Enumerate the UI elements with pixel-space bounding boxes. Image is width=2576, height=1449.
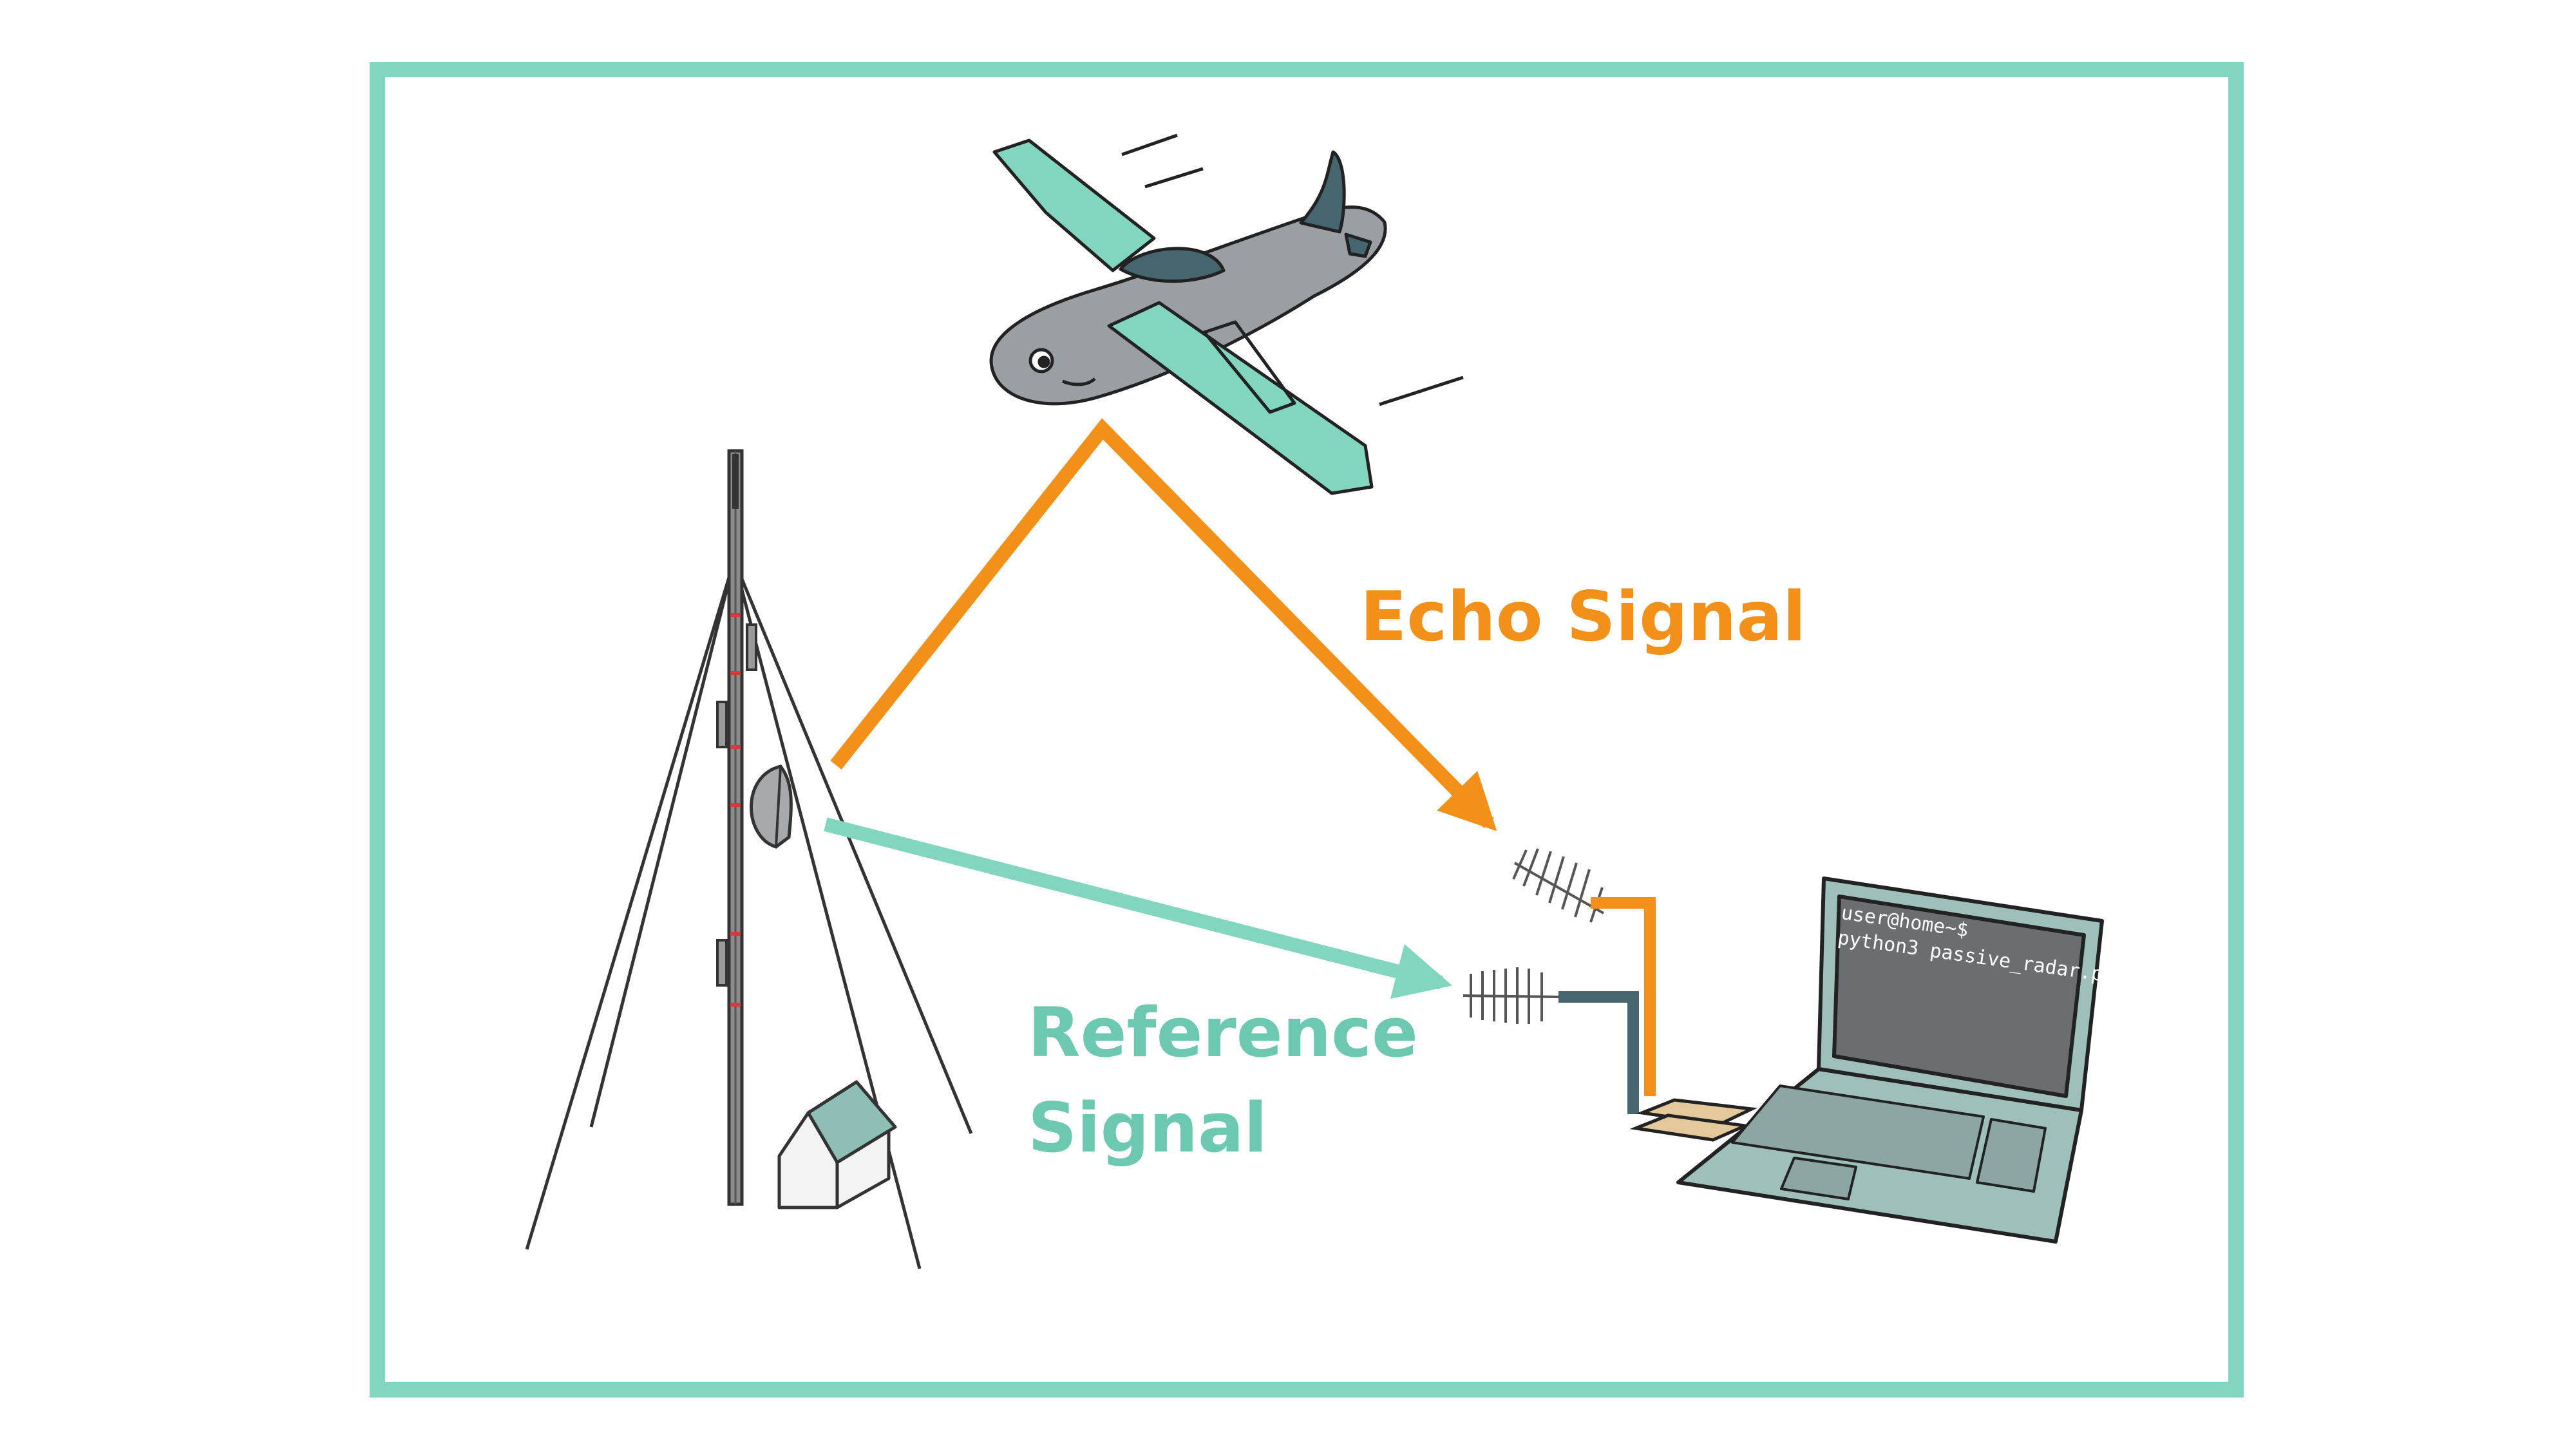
echo-signal-label: Echo Signal [1360, 577, 1806, 656]
reference-label-line1: Reference [1028, 993, 1418, 1072]
echo-cable [1591, 897, 1656, 1096]
diagram-frame [370, 62, 2244, 1397]
reference-cable [1558, 991, 1639, 1114]
receiver-antennas [1463, 848, 1604, 1024]
airplane-fish [989, 133, 1464, 495]
sdr-dongles [1629, 1098, 1757, 1142]
transmitter-tower [525, 449, 973, 1269]
reference-signal-arrow [824, 817, 1453, 999]
reference-label-line2: Signal [1028, 1088, 1267, 1168]
echo-signal-arrow [830, 418, 1497, 831]
reference-signal-label: Reference Signal [1028, 985, 1418, 1177]
tower-house [777, 1080, 897, 1209]
laptop-screen [1832, 895, 2086, 1098]
laptop [1676, 876, 2104, 1244]
